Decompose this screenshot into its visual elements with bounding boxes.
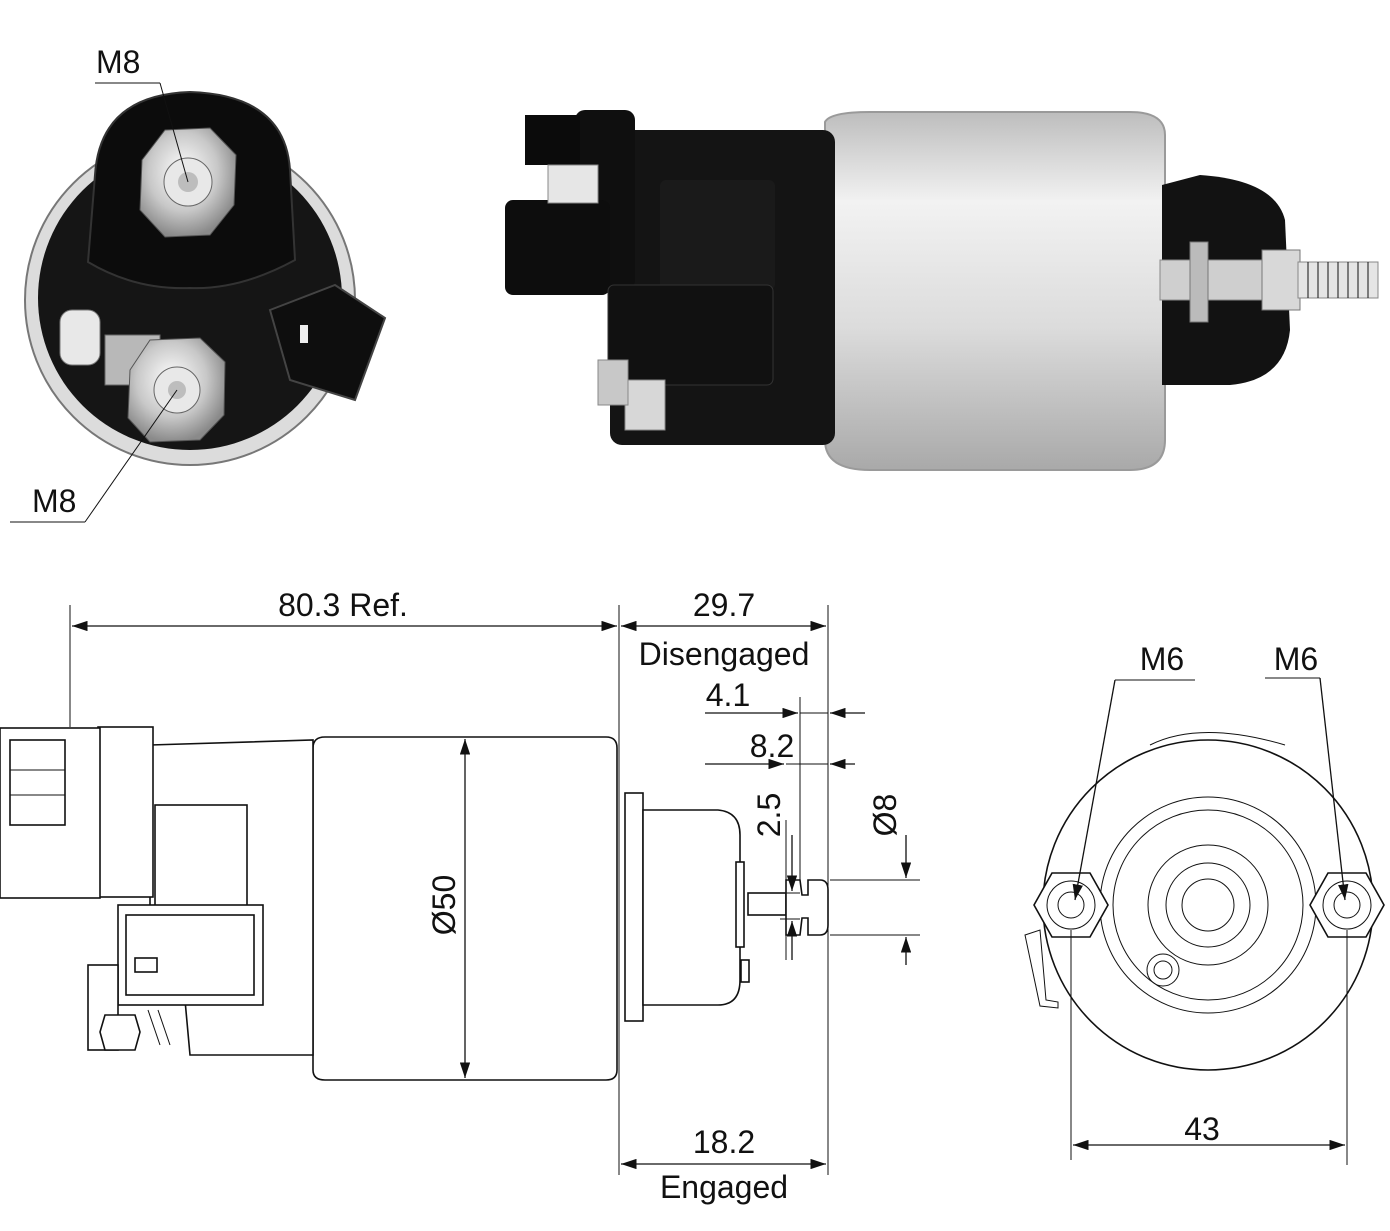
disengaged-caption: Disengaged bbox=[639, 636, 810, 672]
overall-length-dim: 80.3 Ref. bbox=[278, 587, 408, 623]
hole-spacing-dim: 43 bbox=[1184, 1111, 1220, 1147]
body-diameter-dim: Ø50 bbox=[426, 875, 462, 935]
end-view-callouts: M8 M8 bbox=[10, 44, 189, 523]
dim-2-5: 2.5 bbox=[751, 793, 787, 837]
photo-end-view bbox=[24, 90, 387, 466]
side-dimensions: 80.3 Ref. 29.7 Disengaged 4.1 8.2 2.5 Ø8… bbox=[69, 587, 920, 1205]
dim-4-1: 4.1 bbox=[706, 677, 750, 713]
thread-right-label: M6 bbox=[1274, 641, 1318, 677]
terminal-bottom-label: M8 bbox=[32, 483, 76, 519]
shaft-diameter-dim: Ø8 bbox=[867, 794, 903, 837]
end-line-drawing bbox=[1024, 732, 1385, 1071]
terminal-top-label: M8 bbox=[96, 44, 140, 80]
thread-left-label: M6 bbox=[1140, 641, 1184, 677]
engaged-stroke-dim: 18.2 bbox=[693, 1124, 755, 1160]
end-dimensions: M6 M6 43 bbox=[1070, 641, 1349, 1165]
dim-8-2: 8.2 bbox=[750, 728, 794, 764]
engaged-caption: Engaged bbox=[660, 1169, 788, 1205]
photo-side-view bbox=[505, 110, 1379, 471]
disengaged-stroke-dim: 29.7 bbox=[693, 587, 755, 623]
side-line-drawing bbox=[0, 726, 829, 1081]
